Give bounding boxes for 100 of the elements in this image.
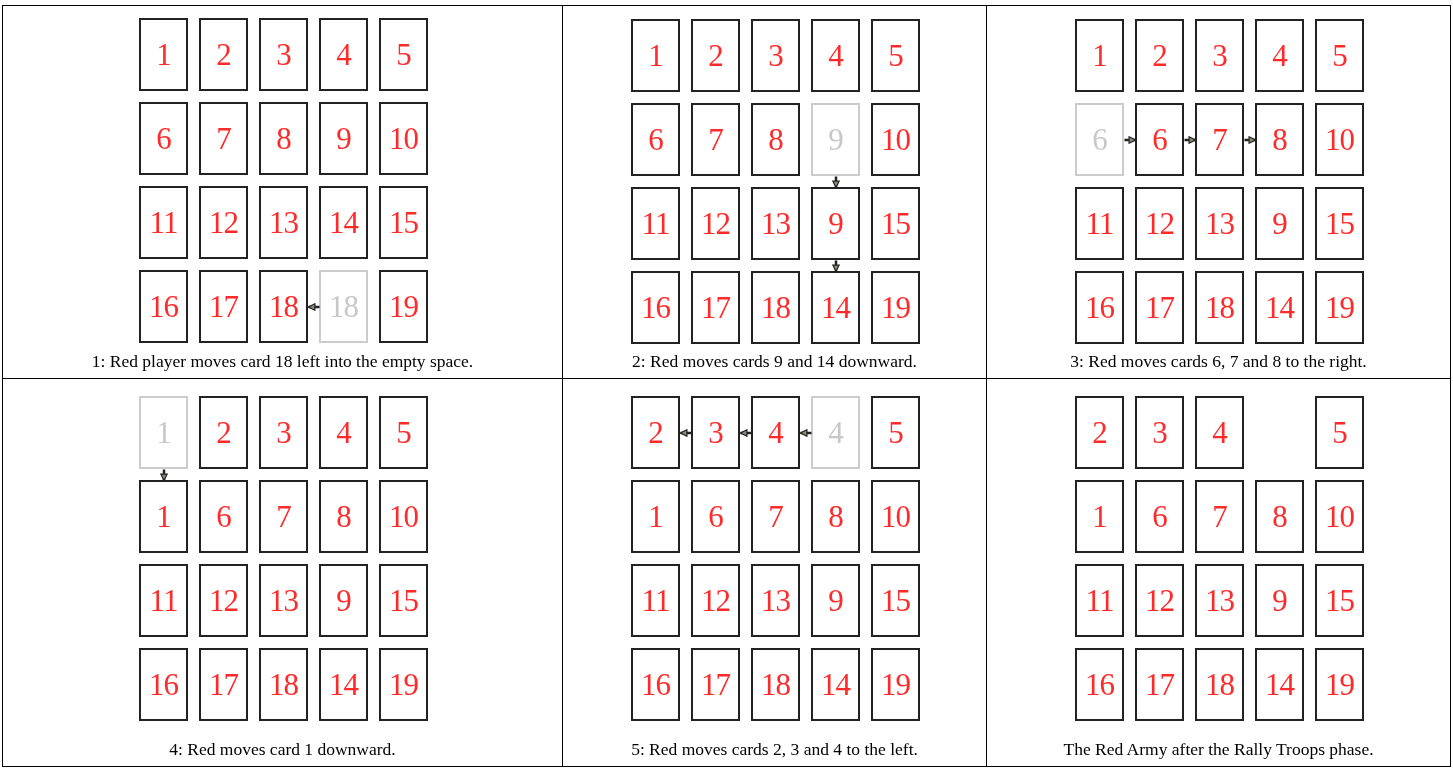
- card: 15: [1315, 187, 1364, 260]
- card: 5: [379, 18, 428, 91]
- card: 11: [1075, 187, 1124, 260]
- card: 11: [1075, 564, 1124, 637]
- card: 17: [691, 271, 740, 344]
- card: 3: [751, 19, 800, 92]
- card: 17: [1135, 648, 1184, 721]
- card: 12: [1135, 187, 1184, 260]
- panel: [2, 378, 563, 767]
- card: 4: [751, 396, 800, 469]
- card: 1: [631, 480, 680, 553]
- card: 6: [139, 102, 188, 175]
- card: 9: [319, 564, 368, 637]
- card: 7: [259, 480, 308, 553]
- arrow: [799, 429, 812, 437]
- card: 7: [691, 103, 740, 176]
- card: 4: [319, 396, 368, 469]
- card: 18: [259, 270, 308, 343]
- card: 2: [1135, 19, 1184, 92]
- card: 3: [259, 18, 308, 91]
- card: 10: [1315, 480, 1364, 553]
- card: 6: [1135, 103, 1184, 176]
- card: 11: [631, 187, 680, 260]
- card: 11: [139, 186, 188, 259]
- card: 5: [1315, 396, 1364, 469]
- card: 10: [1315, 103, 1364, 176]
- card: 12: [691, 187, 740, 260]
- card: 14: [1255, 648, 1304, 721]
- card: 12: [691, 564, 740, 637]
- card: 3: [691, 396, 740, 469]
- card: 10: [379, 480, 428, 553]
- card: 19: [1315, 271, 1364, 344]
- card: 17: [199, 270, 248, 343]
- card: 8: [811, 480, 860, 553]
- card: 15: [379, 186, 428, 259]
- card: 10: [871, 480, 920, 553]
- arrow: [307, 303, 320, 311]
- card: 10: [871, 103, 920, 176]
- card: 2: [631, 396, 680, 469]
- card: 17: [199, 648, 248, 721]
- panel-label: 5: Red moves cards 2, 3 and 4 to the left.: [630, 739, 919, 760]
- card: 3: [1195, 19, 1244, 92]
- card: 10: [379, 102, 428, 175]
- arrow: [1184, 136, 1197, 144]
- card: 4: [1195, 396, 1244, 469]
- card: 14: [319, 648, 368, 721]
- card: 12: [1135, 564, 1184, 637]
- card: 9: [811, 187, 860, 260]
- card: 9: [1255, 564, 1304, 637]
- card: 7: [1195, 103, 1244, 176]
- card: 11: [139, 564, 188, 637]
- card: 18: [1195, 271, 1244, 344]
- card: 1: [139, 18, 188, 91]
- card: 15: [871, 187, 920, 260]
- card: 11: [631, 564, 680, 637]
- card: 7: [751, 480, 800, 553]
- card: 18: [751, 271, 800, 344]
- card: 19: [871, 271, 920, 344]
- card: 12: [199, 186, 248, 259]
- card: 5: [871, 19, 920, 92]
- card: 15: [871, 564, 920, 637]
- card: 7: [1195, 480, 1244, 553]
- arrow: [1244, 136, 1257, 144]
- card: 3: [259, 396, 308, 469]
- panel-label: 3: Red moves cards 6, 7 and 8 to the right.: [1069, 351, 1368, 372]
- card: 4: [319, 18, 368, 91]
- card: 5: [1315, 19, 1364, 92]
- card: 1: [139, 480, 188, 553]
- card: 8: [751, 103, 800, 176]
- card: 5: [379, 396, 428, 469]
- card: 14: [319, 186, 368, 259]
- panel: [986, 5, 1451, 379]
- card: 16: [631, 271, 680, 344]
- card: 16: [139, 270, 188, 343]
- card: 18: [259, 648, 308, 721]
- card: 2: [199, 396, 248, 469]
- card: 15: [1315, 564, 1364, 637]
- card: 17: [1135, 271, 1184, 344]
- panel-label: 4: Red moves card 1 downward.: [168, 739, 397, 760]
- card: 4: [1255, 19, 1304, 92]
- card: 5: [871, 396, 920, 469]
- card: 19: [1315, 648, 1364, 721]
- card: 9: [811, 564, 860, 637]
- card: 6: [691, 480, 740, 553]
- card: 1: [1075, 19, 1124, 92]
- card: 12: [199, 564, 248, 637]
- card: 3: [1135, 396, 1184, 469]
- card: 16: [631, 648, 680, 721]
- card: 2: [691, 19, 740, 92]
- card: 18: [751, 648, 800, 721]
- card: 6: [631, 103, 680, 176]
- card: 19: [871, 648, 920, 721]
- arrow: [679, 429, 692, 437]
- card: 19: [379, 648, 428, 721]
- card: 2: [1075, 396, 1124, 469]
- card: 15: [379, 564, 428, 637]
- panel-label: 1: Red player moves card 18 left into the empty space.: [90, 351, 475, 372]
- arrow: [160, 469, 168, 482]
- card: 14: [1255, 271, 1304, 344]
- card: 4: [811, 19, 860, 92]
